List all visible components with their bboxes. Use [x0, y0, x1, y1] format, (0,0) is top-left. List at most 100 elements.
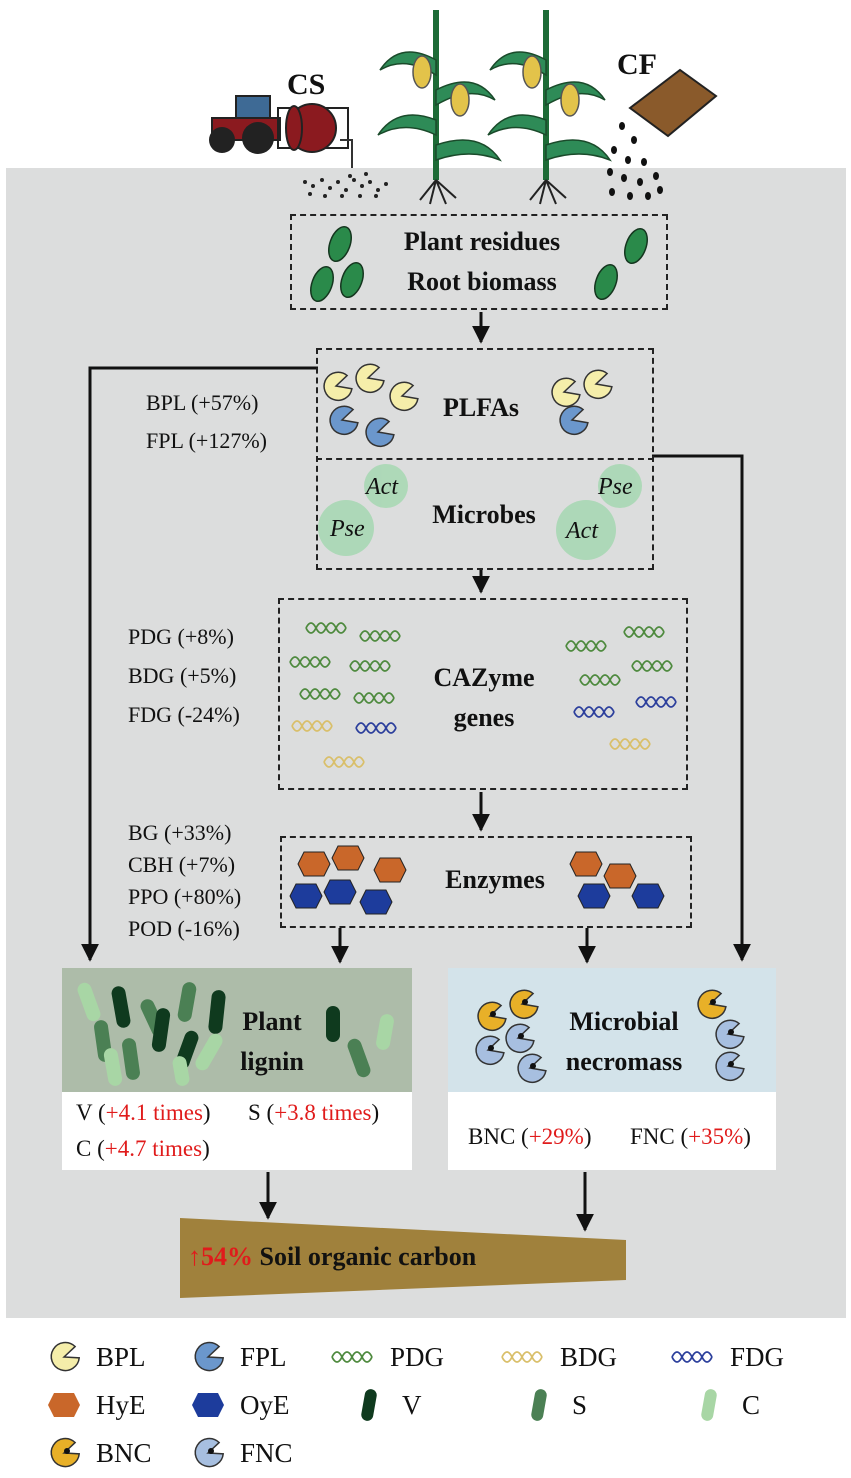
- fpl-stat: FPL (+127%): [146, 428, 267, 453]
- plfas-title: PLFAs: [442, 393, 520, 422]
- necromass-title-line2: necromass: [565, 1047, 683, 1076]
- fpl-icon: [329, 405, 359, 435]
- bpl-icon: [551, 377, 581, 407]
- microbe-taxon-pse: Pse: [330, 516, 365, 542]
- fnc-stat: FNC (+35%): [630, 1124, 751, 1149]
- legend: BPL FPL PDG BDG FDG HyE OyE V S C BNC FN…: [0, 1318, 851, 1478]
- legend-s: S: [520, 1388, 587, 1422]
- pdg-icon: [299, 688, 341, 700]
- c-icon: [77, 982, 101, 1022]
- cazyme-title-line1: CAZyme: [433, 663, 535, 692]
- fnc-icon: [715, 1051, 745, 1081]
- hye-icon: [569, 851, 603, 877]
- necromass-icons: [475, 989, 745, 1083]
- straw-icon: [303, 172, 388, 198]
- leaf-icon: [594, 263, 618, 301]
- oye-icon: [631, 883, 665, 909]
- microbe-cell-icon: [364, 464, 408, 508]
- necromass-title-line1: Microbial: [569, 1007, 679, 1036]
- soc-label: ↑54% Soil organic carbon: [188, 1242, 477, 1271]
- plant-residues-box: Plant residues Root biomass: [290, 214, 668, 310]
- oye-icon: [289, 883, 323, 909]
- pdg-icon: [305, 622, 347, 634]
- pod-stat: POD (-16%): [128, 916, 240, 941]
- fpl-icon: [365, 417, 395, 447]
- pdg-stat: PDG (+8%): [128, 624, 234, 649]
- bpl-icon: [583, 369, 613, 399]
- legend-fpl: FPL: [188, 1340, 287, 1374]
- lignin-stats-box: V (+4.1 times) S (+3.8 times) C (+4.7 ti…: [62, 1092, 412, 1170]
- maize-plant-icon: [377, 10, 502, 205]
- bnc-icon: [477, 1001, 507, 1031]
- legend-bdg: BDG: [500, 1340, 617, 1374]
- bnc-stat: BNC (+29%): [468, 1124, 592, 1149]
- v-icon: [111, 986, 131, 1028]
- hye-icon: [297, 851, 331, 877]
- bdg-icon: [609, 738, 651, 750]
- microbe-cell-icon: [598, 464, 642, 508]
- ppo-stat: PPO (+80%): [128, 884, 242, 909]
- microbe-taxon-pse: Pse: [598, 474, 633, 500]
- fdg-stat: FDG (-24%): [128, 702, 240, 727]
- c-icon: [103, 1048, 123, 1086]
- s-icon: [347, 1038, 371, 1078]
- top-illustration: [209, 10, 718, 205]
- residue-leaves: [310, 225, 648, 303]
- soc-bar: [180, 1218, 626, 1298]
- c-icon: [376, 1014, 394, 1050]
- s-stat: S (+3.8 times): [248, 1100, 380, 1125]
- legend-bpl: BPL: [44, 1340, 146, 1374]
- maize-plant-icon: [487, 10, 612, 205]
- leaf-icon: [328, 225, 352, 263]
- oye-icon: [359, 889, 393, 915]
- enzymes-box: [280, 836, 692, 928]
- microbe-taxon-act: Act: [366, 474, 398, 500]
- bpl-icon: [389, 381, 419, 411]
- hye-icon: [603, 863, 637, 889]
- cbh-stat: CBH (+7%): [128, 852, 236, 877]
- leaf-icon: [340, 261, 364, 299]
- pdg-icon: [565, 640, 607, 652]
- hye-icon: [373, 857, 407, 883]
- fnc-icon: [505, 1023, 535, 1053]
- lignin-title-line1: Plant: [242, 1007, 302, 1036]
- fertilizer-bag-icon: [607, 68, 718, 200]
- soc-increase: ↑54%: [188, 1242, 253, 1271]
- pdg-icon: [289, 656, 331, 668]
- cf-label: CF: [617, 48, 657, 81]
- microbe-taxon-act: Act: [566, 518, 598, 544]
- microbe-cell-icon: [556, 500, 616, 560]
- fpl-icon: [559, 405, 589, 435]
- lignin-icons: [77, 982, 394, 1086]
- plfa-microbe-icons: [318, 363, 642, 560]
- pdg-icon: [579, 674, 621, 686]
- fdg-icon: [573, 706, 615, 718]
- enzymes-title: Enzymes: [445, 865, 545, 894]
- v-icon: [151, 1008, 171, 1052]
- pdg-icon: [353, 692, 395, 704]
- lignin-title-line2: lignin: [240, 1047, 304, 1076]
- s-icon: [177, 982, 197, 1022]
- v-icon: [208, 990, 226, 1034]
- bpl-icon: [355, 363, 385, 393]
- necromass-stats-box: BNC (+29%) FNC (+35%): [448, 1092, 776, 1170]
- legend-fdg: FDG: [670, 1340, 784, 1374]
- bdg-icon: [291, 720, 333, 732]
- cs-label: CS: [287, 68, 326, 101]
- oye-icon: [323, 879, 357, 905]
- bdg-stat: BDG (+5%): [128, 663, 237, 688]
- legend-fnc: FNC: [188, 1436, 293, 1470]
- legend-oye: OyE: [188, 1388, 290, 1422]
- fnc-icon: [715, 1019, 745, 1049]
- c-icon: [172, 1056, 190, 1086]
- plfas-divider: [316, 458, 654, 460]
- bg-stat: BG (+33%): [128, 820, 232, 845]
- c-icon: [195, 1033, 223, 1071]
- fnc-icon: [475, 1035, 505, 1065]
- microbe-cell-icon: [318, 500, 374, 556]
- pdg-icon: [359, 630, 401, 642]
- s-icon: [122, 1038, 140, 1080]
- legend-bnc: BNC: [44, 1436, 152, 1470]
- bpl-stat: BPL (+57%): [146, 390, 259, 415]
